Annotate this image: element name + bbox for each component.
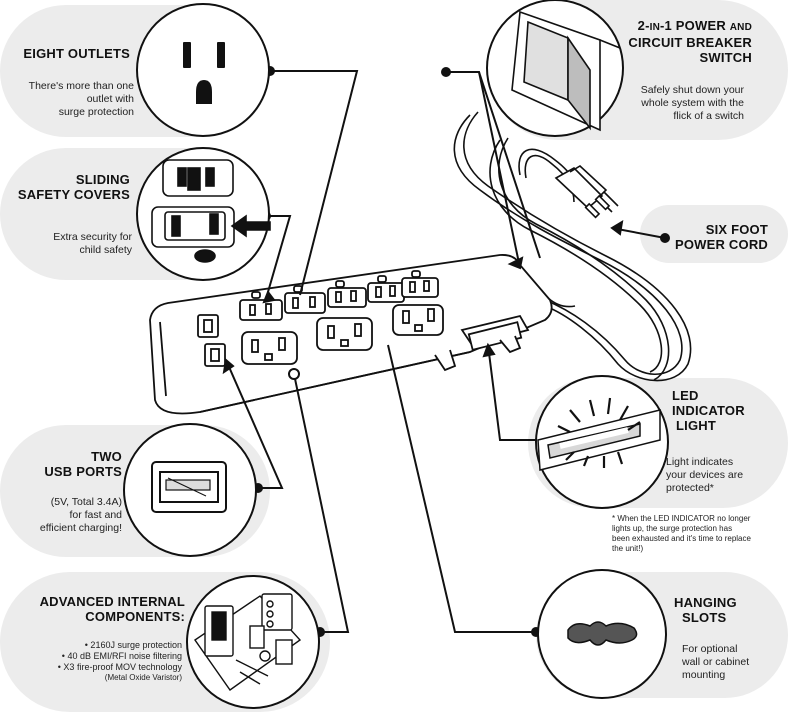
hanging-slots-title-1: HANGING: [674, 595, 737, 610]
safety-covers-title-1: SLIDING: [75, 172, 130, 187]
power-switch-desc-3: flick of a switch: [673, 110, 744, 122]
line-power-switch-2: [478, 71, 541, 259]
power-switch-title-1: 2-IN-1 POWER AND: [628, 18, 752, 35]
hanging-slots-title: HANGING SLOTS: [674, 595, 737, 625]
line-safety-covers: [266, 215, 292, 293]
safety-cover-icon: [151, 159, 271, 263]
power-switch-desc: Safely shut down your whole system with …: [641, 84, 744, 123]
line-hanging: [387, 344, 536, 633]
line-internal: [293, 373, 350, 633]
hanging-slots-desc: For optional wall or cabinet mounting: [682, 643, 749, 682]
hanging-slots-desc-2: wall or cabinet: [682, 656, 750, 668]
eight-outlets-title: EIGHT OUTLETS: [23, 46, 130, 61]
plug-icon: [554, 165, 619, 219]
led-title: LED INDICATOR LIGHT: [672, 388, 745, 433]
internal-components-title-1: ADVANCED INTERNAL: [39, 594, 185, 609]
led-glow-icon: [537, 397, 661, 471]
usb-ports-desc: (5V, Total 3.4A) for fast and efficient …: [40, 496, 122, 535]
hanging-slots-title-2: SLOTS: [682, 610, 727, 625]
usb-ports-desc-1: (5V, Total 3.4A): [50, 496, 122, 508]
led-footnote-1: * When the LED INDICATOR no longer: [612, 514, 751, 523]
led-desc-3: protected*: [666, 482, 714, 494]
power-switch-title: 2-IN-1 POWER AND CIRCUIT BREAKER SWITCH: [628, 18, 752, 65]
power-switch-desc-2: whole system with the: [641, 97, 744, 109]
safety-covers-title-2: SAFETY COVERS: [17, 187, 130, 202]
usb-ports-title-1: TWO: [91, 449, 122, 464]
led-footnote-2: lights up, the surge protection has: [612, 524, 733, 533]
circle-eight-outlets: [136, 3, 270, 137]
led-title-3: LIGHT: [676, 418, 716, 433]
led-footnote-3: been exhausted and it's time to replace: [612, 534, 751, 543]
usb-ports-desc-3: efficient charging!: [39, 522, 122, 534]
eight-outlets-desc: There's more than one outlet with surge …: [29, 80, 134, 119]
power-cord-title-1: SIX FOOT: [705, 222, 768, 237]
led-desc: Light indicates your devices are protect…: [666, 456, 743, 495]
internal-components-item-2: • 40 dB EMI/RFI noise filtering: [61, 651, 182, 661]
hanging-slots-desc-3: mounting: [682, 669, 726, 681]
power-cord-title-2: POWER CORD: [675, 237, 768, 252]
safety-covers-title: SLIDING SAFETY COVERS: [18, 172, 130, 202]
led-footnote-4: the unit!): [612, 544, 644, 553]
usb-port-icon: [151, 461, 227, 513]
usb-ports-desc-2: for fast and: [69, 509, 122, 521]
safety-covers-desc: Extra security for child safety: [53, 231, 132, 257]
power-switch-title-1d: AND: [729, 22, 752, 33]
hanging-slot-icon: [567, 621, 638, 646]
pill-power-cord: [640, 205, 788, 263]
internal-components-note: (Metal Oxide Varistor): [104, 673, 182, 682]
power-cord-title: SIX FOOT POWER CORD: [675, 222, 768, 252]
usb-ports-title: TWO USB PORTS: [44, 449, 122, 479]
safety-covers-desc-1: Extra security for: [53, 231, 132, 243]
eight-outlets-desc-2: outlet with: [86, 93, 134, 105]
internal-components-title-2: COMPONENTS:: [85, 609, 185, 624]
outlet-icon: [183, 42, 225, 104]
led-footnote: * When the LED INDICATOR no longer light…: [612, 514, 751, 554]
power-switch-desc-1: Safely shut down your: [640, 84, 744, 96]
led-desc-2: your devices are: [666, 469, 744, 481]
internal-components-title: ADVANCED INTERNAL COMPONENTS:: [40, 594, 185, 624]
eight-outlets-desc-3: surge protection: [58, 106, 134, 118]
safety-covers-desc-2: child safety: [79, 244, 132, 256]
power-strip: [149, 254, 553, 415]
power-switch-title-1c: -1 POWER: [660, 18, 730, 33]
power-switch-title-1a: 2-: [637, 18, 650, 33]
usb-ports-title-2: USB PORTS: [44, 464, 122, 479]
led-desc-1: Light indicates: [666, 456, 734, 468]
rocker-switch-icon: [511, 10, 621, 132]
circuit-board-icon: [194, 593, 302, 691]
internal-components-item-1: • 2160J surge protection: [84, 640, 182, 650]
internal-components-item-3: • X3 fire-proof MOV technology: [57, 662, 182, 672]
line-eight-outlets: [270, 70, 359, 296]
hanging-slots-desc-1: For optional: [682, 643, 738, 655]
power-switch-title-2: CIRCUIT BREAKER: [628, 35, 752, 50]
internal-components-items: • 2160J surge protection • 40 dB EMI/RFI…: [58, 640, 182, 683]
line-led: [487, 344, 540, 441]
power-switch-title-3: SWITCH: [699, 50, 752, 65]
led-title-2: INDICATOR: [672, 403, 745, 418]
led-title-1: LED: [672, 388, 699, 403]
power-switch-title-1b: IN: [649, 22, 661, 33]
line-usb: [225, 359, 284, 489]
connector-lines: [222, 70, 666, 633]
eight-outlets-desc-1: There's more than one: [28, 80, 134, 92]
